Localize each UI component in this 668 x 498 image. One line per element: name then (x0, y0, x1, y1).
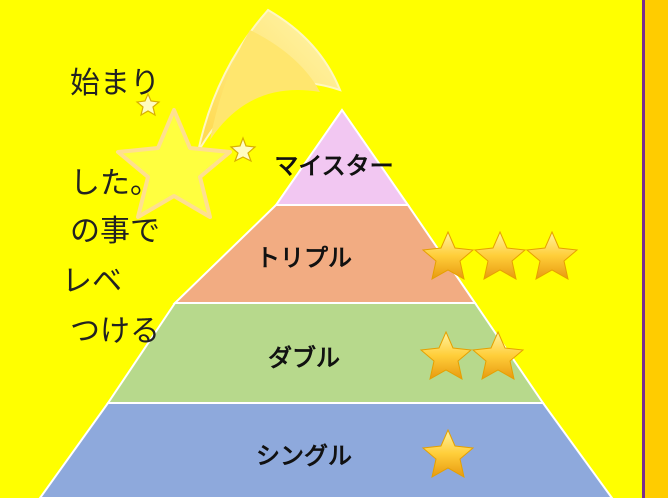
tier-label-double: ダブル (268, 344, 340, 372)
tier-label-triple: トリプル (256, 244, 352, 272)
tier-label-single: シングル (256, 442, 352, 470)
right-panel (642, 0, 668, 498)
side-text-line: レベ (62, 264, 122, 299)
small-star-icon-2 (229, 136, 257, 163)
side-text-block: 始まり した。 の事で レベ つける (0, 0, 160, 498)
tier-single-shape (38, 402, 614, 498)
double-stars (419, 330, 525, 380)
tier-label-meister: マイスター (274, 152, 394, 180)
side-text-line: の事で (70, 214, 160, 249)
side-text-line: 始まり (70, 66, 160, 101)
big-star-icon (116, 108, 232, 219)
single-stars (421, 428, 475, 478)
side-text-line: した。 (70, 166, 160, 201)
triple-stars (421, 230, 579, 280)
side-text-line: つける (70, 314, 160, 349)
small-star-icon (135, 92, 161, 117)
